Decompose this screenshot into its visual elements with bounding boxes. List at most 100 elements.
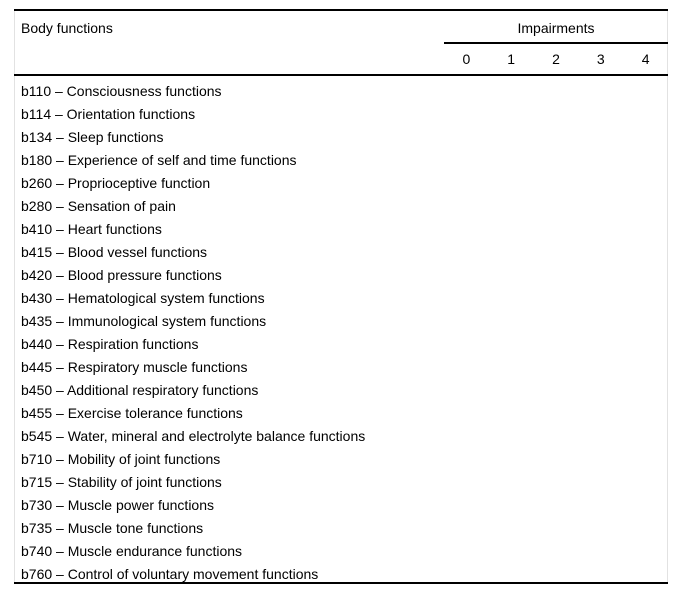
impairment-score-cell-2[interactable] xyxy=(533,103,578,126)
impairment-score-cell-1[interactable] xyxy=(488,172,533,195)
impairment-score-cell-4[interactable] xyxy=(622,333,667,356)
impairment-score-cell-4[interactable] xyxy=(622,425,667,448)
impairment-score-cell-4[interactable] xyxy=(622,517,667,540)
impairment-score-cell-3[interactable] xyxy=(578,195,623,218)
impairment-score-cell-2[interactable] xyxy=(533,287,578,310)
impairment-score-cell-4[interactable] xyxy=(622,356,667,379)
impairment-score-cell-4[interactable] xyxy=(622,126,667,149)
impairment-score-cell-4[interactable] xyxy=(622,172,667,195)
impairment-score-cell-4[interactable] xyxy=(622,448,667,471)
impairment-score-cell-3[interactable] xyxy=(578,379,623,402)
impairment-score-cell-1[interactable] xyxy=(488,517,533,540)
impairment-score-cell-0[interactable] xyxy=(443,195,488,218)
impairment-score-cell-4[interactable] xyxy=(622,149,667,172)
impairment-score-cell-0[interactable] xyxy=(443,517,488,540)
impairment-score-cell-0[interactable] xyxy=(443,310,488,333)
impairment-score-cell-3[interactable] xyxy=(578,103,623,126)
impairment-score-cell-3[interactable] xyxy=(578,310,623,333)
impairment-score-cell-0[interactable] xyxy=(443,379,488,402)
impairment-score-cell-3[interactable] xyxy=(578,494,623,517)
impairment-score-cell-2[interactable] xyxy=(533,333,578,356)
impairment-score-cell-1[interactable] xyxy=(488,310,533,333)
impairment-score-cell-0[interactable] xyxy=(443,471,488,494)
impairment-score-cell-4[interactable] xyxy=(622,287,667,310)
impairment-score-cell-1[interactable] xyxy=(488,218,533,241)
impairment-score-cell-1[interactable] xyxy=(488,333,533,356)
impairment-score-cell-3[interactable] xyxy=(578,356,623,379)
impairment-score-cell-4[interactable] xyxy=(622,241,667,264)
impairment-score-cell-0[interactable] xyxy=(443,218,488,241)
impairment-score-cell-2[interactable] xyxy=(533,379,578,402)
impairment-score-cell-1[interactable] xyxy=(488,287,533,310)
impairment-score-cell-4[interactable] xyxy=(622,540,667,563)
impairment-score-cell-1[interactable] xyxy=(488,356,533,379)
impairment-score-cell-3[interactable] xyxy=(578,471,623,494)
impairment-score-cell-1[interactable] xyxy=(488,402,533,425)
impairment-score-cell-2[interactable] xyxy=(533,195,578,218)
impairment-score-cell-0[interactable] xyxy=(443,149,488,172)
impairment-score-cell-3[interactable] xyxy=(578,425,623,448)
impairment-score-cell-0[interactable] xyxy=(443,126,488,149)
impairment-score-cell-0[interactable] xyxy=(443,172,488,195)
impairment-score-cell-1[interactable] xyxy=(488,126,533,149)
impairment-score-cell-2[interactable] xyxy=(533,310,578,333)
impairment-score-cell-1[interactable] xyxy=(488,149,533,172)
impairment-score-cell-1[interactable] xyxy=(488,241,533,264)
impairment-score-cell-0[interactable] xyxy=(443,356,488,379)
impairment-score-cell-1[interactable] xyxy=(488,448,533,471)
impairment-score-cell-1[interactable] xyxy=(488,80,533,103)
impairment-score-cell-0[interactable] xyxy=(443,563,488,586)
impairment-score-cell-3[interactable] xyxy=(578,333,623,356)
impairment-score-cell-3[interactable] xyxy=(578,241,623,264)
impairment-score-cell-0[interactable] xyxy=(443,80,488,103)
impairment-score-cell-0[interactable] xyxy=(443,287,488,310)
impairment-score-cell-0[interactable] xyxy=(443,103,488,126)
impairment-score-cell-0[interactable] xyxy=(443,425,488,448)
impairment-score-cell-2[interactable] xyxy=(533,241,578,264)
impairment-score-cell-3[interactable] xyxy=(578,402,623,425)
impairment-score-cell-2[interactable] xyxy=(533,471,578,494)
impairment-score-cell-3[interactable] xyxy=(578,218,623,241)
impairment-score-cell-2[interactable] xyxy=(533,172,578,195)
impairment-score-cell-3[interactable] xyxy=(578,540,623,563)
impairment-score-cell-1[interactable] xyxy=(488,379,533,402)
impairment-score-cell-0[interactable] xyxy=(443,448,488,471)
impairment-score-cell-2[interactable] xyxy=(533,264,578,287)
impairment-score-cell-0[interactable] xyxy=(443,402,488,425)
impairment-score-cell-3[interactable] xyxy=(578,149,623,172)
impairment-score-cell-2[interactable] xyxy=(533,448,578,471)
impairment-score-cell-1[interactable] xyxy=(488,563,533,586)
impairment-score-cell-2[interactable] xyxy=(533,218,578,241)
impairment-score-cell-2[interactable] xyxy=(533,563,578,586)
impairment-score-cell-2[interactable] xyxy=(533,494,578,517)
impairment-score-cell-4[interactable] xyxy=(622,80,667,103)
impairment-score-cell-2[interactable] xyxy=(533,517,578,540)
impairment-score-cell-4[interactable] xyxy=(622,494,667,517)
impairment-score-cell-0[interactable] xyxy=(443,494,488,517)
impairment-score-cell-3[interactable] xyxy=(578,264,623,287)
impairment-score-cell-1[interactable] xyxy=(488,540,533,563)
impairment-score-cell-2[interactable] xyxy=(533,540,578,563)
impairment-score-cell-1[interactable] xyxy=(488,195,533,218)
impairment-score-cell-1[interactable] xyxy=(488,471,533,494)
impairment-score-cell-3[interactable] xyxy=(578,126,623,149)
impairment-score-cell-0[interactable] xyxy=(443,540,488,563)
impairment-score-cell-2[interactable] xyxy=(533,425,578,448)
impairment-score-cell-4[interactable] xyxy=(622,379,667,402)
impairment-score-cell-1[interactable] xyxy=(488,264,533,287)
impairment-score-cell-1[interactable] xyxy=(488,494,533,517)
impairment-score-cell-4[interactable] xyxy=(622,103,667,126)
impairment-score-cell-0[interactable] xyxy=(443,264,488,287)
impairment-score-cell-3[interactable] xyxy=(578,287,623,310)
impairment-score-cell-4[interactable] xyxy=(622,563,667,586)
impairment-score-cell-4[interactable] xyxy=(622,195,667,218)
impairment-score-cell-2[interactable] xyxy=(533,80,578,103)
impairment-score-cell-4[interactable] xyxy=(622,402,667,425)
impairment-score-cell-1[interactable] xyxy=(488,103,533,126)
impairment-score-cell-2[interactable] xyxy=(533,126,578,149)
impairment-score-cell-0[interactable] xyxy=(443,241,488,264)
impairment-score-cell-3[interactable] xyxy=(578,448,623,471)
impairment-score-cell-0[interactable] xyxy=(443,333,488,356)
impairment-score-cell-3[interactable] xyxy=(578,563,623,586)
impairment-score-cell-2[interactable] xyxy=(533,402,578,425)
